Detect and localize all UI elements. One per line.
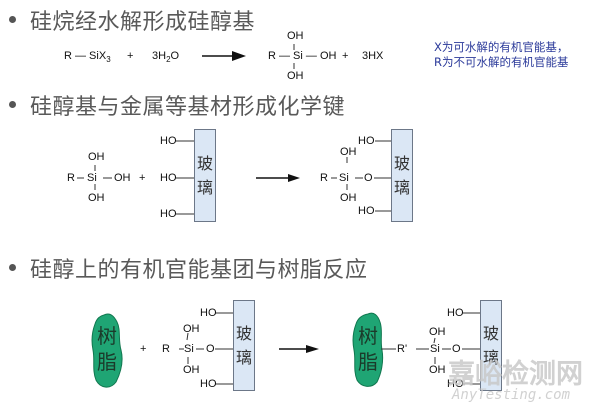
bond <box>433 337 436 344</box>
glass-substrate-3: 玻 璃 <box>233 300 255 391</box>
product-ho-2: HO <box>447 378 464 390</box>
reactant-si: Si <box>184 343 194 355</box>
glass-label-char: 玻 <box>235 323 252 343</box>
product-oh-top: OH <box>429 326 446 338</box>
glass-substrate-1: 玻 璃 <box>194 129 216 222</box>
product-si: Si <box>430 343 440 355</box>
glass-label-char: 玻 <box>196 153 213 173</box>
product-oh-top: OH <box>287 30 304 42</box>
product-o-link: O <box>452 343 461 355</box>
reactant-oh-top: OH <box>183 323 200 335</box>
product-r: R <box>320 172 328 184</box>
resin-label-char: 脂 <box>97 350 117 374</box>
glass-label-char: 璃 <box>235 347 252 367</box>
reaction-arrow-1 <box>202 51 246 61</box>
reactant-water: 3H2O <box>152 50 179 64</box>
silanol-si: Si <box>87 172 97 184</box>
heading-silane-hydrolysis: 硅烷经水解形成硅醇基 <box>30 10 256 35</box>
resin-label-char: 树 <box>358 324 378 348</box>
product-oh-bottom: OH <box>429 364 446 376</box>
product-silanol: R — Si — OH <box>268 50 337 62</box>
plus-sign: + <box>127 50 134 62</box>
silanol-oh-right: OH <box>114 172 131 184</box>
glass-ho-2: HO <box>160 172 177 184</box>
reaction-arrow-2 <box>256 174 300 182</box>
reactant-r: R <box>162 343 170 355</box>
reactant-oh-bottom: OH <box>183 364 200 376</box>
resin-blob-2 <box>352 312 384 387</box>
reactant-o-link: O <box>206 343 215 355</box>
bullet-2 <box>9 101 16 108</box>
silanol-r: R <box>67 172 75 184</box>
product-ho-2: HO <box>358 205 375 217</box>
reactant-ho-2: HO <box>200 378 217 390</box>
water-pre: 3H <box>152 50 167 62</box>
product-ho-1: HO <box>447 307 464 319</box>
glass-label-char: 璃 <box>196 177 213 197</box>
plus-sign: + <box>139 172 146 184</box>
resin-label-1: 树 脂 <box>95 323 119 375</box>
glass-ho-1: HO <box>160 135 177 147</box>
glass-label-char: 玻 <box>482 323 499 343</box>
watermark-en: AnyTesting.com <box>452 387 571 403</box>
glass-substrate-2: 玻 璃 <box>391 129 413 222</box>
plus-sign: + <box>140 343 147 355</box>
reactant-silane: R — SiX3 <box>64 50 111 64</box>
product-oh-top: OH <box>340 146 357 158</box>
subscript: 2 <box>166 55 171 65</box>
glass-label-char: 璃 <box>482 347 499 367</box>
note-line-r: R为不可水解的有机官能基 <box>434 55 569 69</box>
reactant-ho-1: HO <box>200 307 217 319</box>
heading-silanol-bonding: 硅醇基与金属等基材形成化学键 <box>30 95 346 120</box>
reaction-arrow-3 <box>279 345 319 353</box>
glass-label-char: 璃 <box>393 177 410 197</box>
glass-label-char: 玻 <box>393 153 410 173</box>
product-oh-bottom: OH <box>340 192 357 204</box>
reactant-silane-text: R — SiX <box>64 50 107 62</box>
product-oh-bottom: OH <box>287 70 304 82</box>
glass-ho-3: HO <box>160 208 177 220</box>
plus-sign: + <box>342 50 349 62</box>
heading-resin-reaction: 硅醇上的有机官能基团与树脂反应 <box>30 258 368 283</box>
product-si: Si <box>339 172 349 184</box>
byproduct-hx: 3HX <box>362 50 384 62</box>
note-line-x: X为可水解的有机官能基， <box>434 40 569 54</box>
bond <box>186 332 189 341</box>
product-o-link: O <box>364 172 373 184</box>
product-ho-1: HO <box>358 135 375 147</box>
silanol-oh-bottom: OH <box>88 192 105 204</box>
silanol-oh-top: OH <box>88 151 105 163</box>
resin-blob-1 <box>91 313 123 388</box>
note-definitions: X为可水解的有机官能基， R为不可水解的有机官能基 <box>434 40 569 70</box>
resin-label-char: 脂 <box>358 350 378 374</box>
glass-substrate-4: 玻 璃 <box>480 300 502 391</box>
bullet-3 <box>9 264 16 271</box>
watermark-cn: 嘉峪检测网 <box>448 359 583 390</box>
subscript: 3 <box>106 55 111 65</box>
water-post: O <box>170 50 180 62</box>
bullet-1 <box>9 16 16 23</box>
product-r-prime: R' <box>397 343 408 355</box>
resin-label-char: 树 <box>97 324 117 348</box>
resin-label-2: 树 脂 <box>356 323 380 375</box>
